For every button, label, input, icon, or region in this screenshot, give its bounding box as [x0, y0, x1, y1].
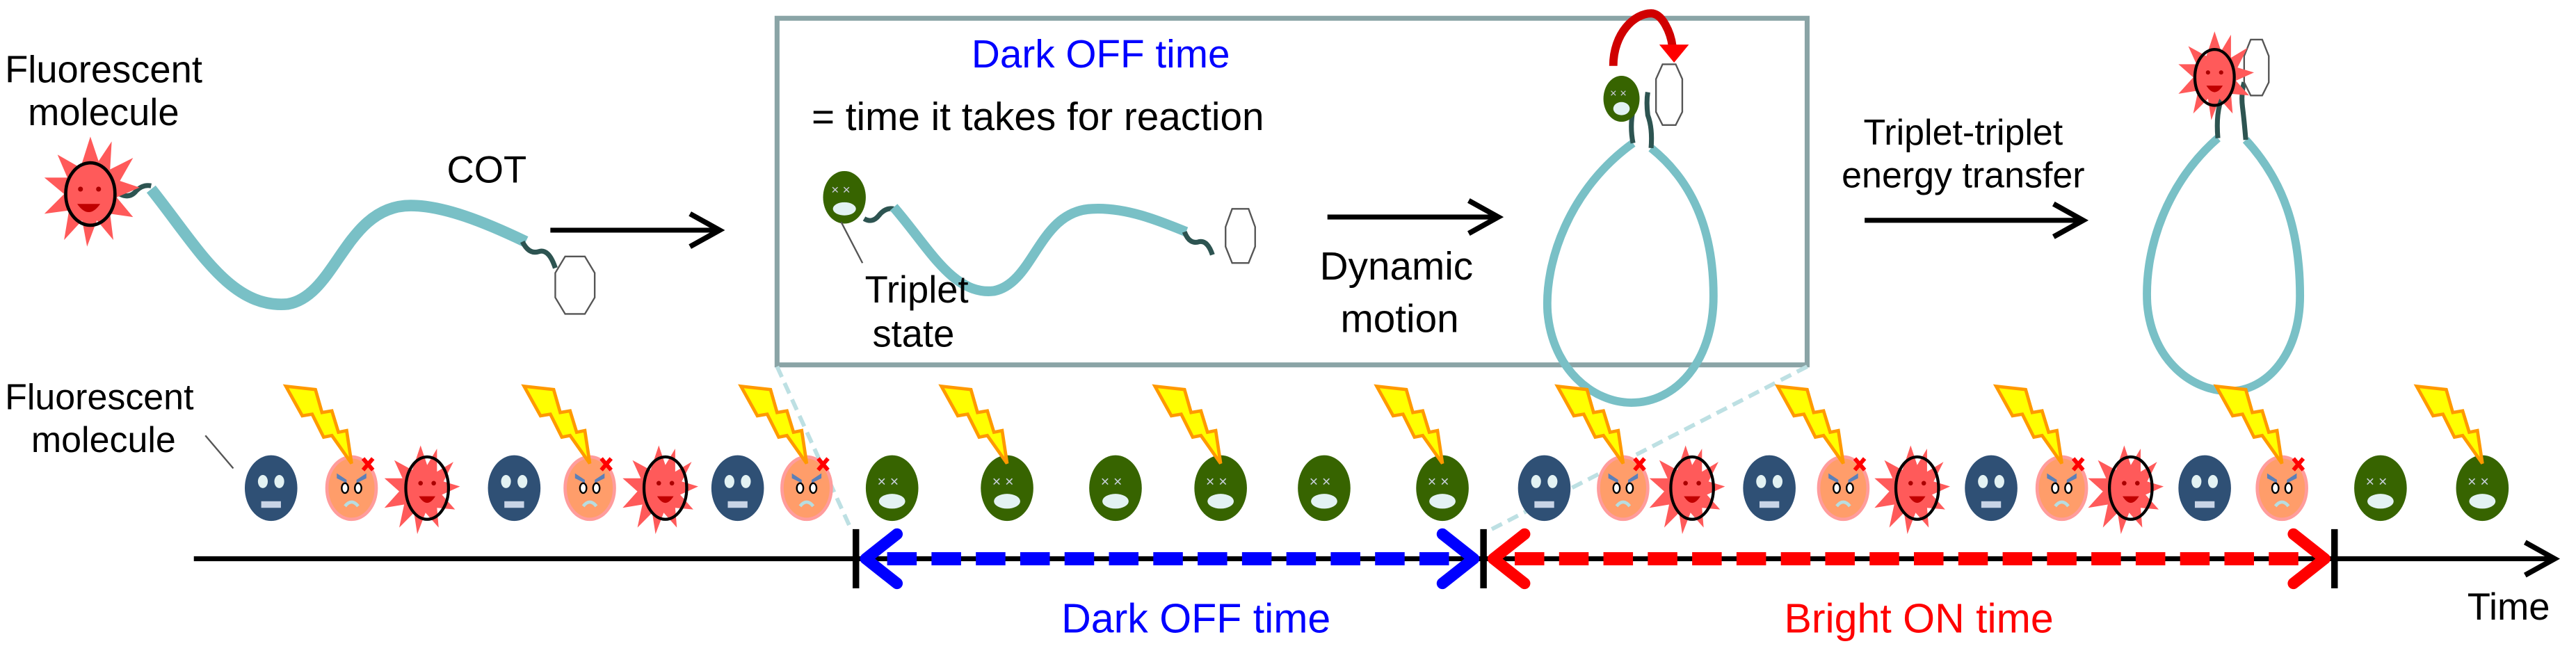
- dark-off-left-arrowhead: [860, 528, 903, 590]
- loop-triplet-face-icon: × ×: [1603, 75, 1640, 122]
- svg-text:× ×: × ×: [1428, 474, 1449, 490]
- bright-on-time-label: Bright ON time: [1785, 596, 2054, 642]
- state-label: state: [873, 313, 955, 355]
- ground-state-face-icon: [711, 455, 764, 522]
- cot-label: COT: [447, 148, 527, 191]
- excitation-bolt-icon: [2413, 384, 2484, 465]
- excitation-bolt-icon: [282, 384, 353, 465]
- cot-octagon-icon: [554, 255, 596, 315]
- dark-off-right-arrowhead: [1436, 528, 1480, 590]
- inset-border: [774, 15, 1810, 368]
- triplet-pointer-line: [840, 221, 864, 264]
- bright-on-left-arrowhead: [1488, 528, 1531, 590]
- loop-linker-right: [1644, 91, 1655, 149]
- svg-text:× ×: × ×: [2366, 474, 2388, 490]
- bright-dye-icon: [44, 136, 140, 247]
- ground-state-face-icon: [1965, 455, 2018, 522]
- final-bright-dye-icon: [2178, 31, 2254, 120]
- final-cot-octagon-icon: [2243, 38, 2270, 97]
- excitation-bolt-icon: [521, 384, 592, 465]
- dynamic-label: Dynamic: [1320, 245, 1474, 289]
- ground-state-face-icon: [1743, 455, 1796, 522]
- svg-text:× ×: × ×: [1610, 87, 1627, 100]
- triplet-state-face-icon: × ×: [865, 455, 919, 522]
- inset-loop: [1543, 140, 1718, 407]
- transfer-label-line2: energy transfer: [1842, 156, 2084, 196]
- final-loop: [2143, 135, 2305, 396]
- zoom-guide-left: [775, 365, 853, 531]
- inset-cot-octagon-icon: [1225, 208, 1256, 264]
- triplet-state-face-icon: × ×: [981, 455, 1033, 522]
- excited-state-face-icon: [563, 455, 616, 522]
- excited-state-face-icon: [2035, 455, 2088, 522]
- svg-text:× ×: × ×: [831, 183, 850, 198]
- top-fluorescent-label: Fluorescent: [5, 48, 202, 90]
- excitation-bolt-icon: [2213, 384, 2284, 465]
- excited-state-face-icon: [1817, 455, 1870, 522]
- triplet-linker: [862, 206, 894, 223]
- bright-state-face-icon: [2088, 445, 2164, 535]
- inset-cot-linker: [1182, 230, 1215, 256]
- ground-state-face-icon: [1518, 455, 1571, 522]
- dark-off-time-label: Dark OFF time: [1061, 596, 1330, 642]
- molecule-sequence: × × × × × × × × × × × × × × × ×: [244, 384, 2509, 535]
- inset-dna-chain: [889, 204, 1189, 296]
- excitation-bolt-icon: [1374, 384, 1444, 465]
- bright-state-face-icon: [1874, 445, 1950, 535]
- top-section: Fluorescent molecule COT Dark OFF time =…: [5, 9, 2305, 407]
- dna-chain: [146, 185, 529, 310]
- timeline-pointer-line: [204, 435, 234, 469]
- motion-label: motion: [1341, 297, 1459, 341]
- excited-state-face-icon: [780, 455, 833, 522]
- triplet-state-face-icon: × ×: [1089, 455, 1142, 522]
- excitation-bolt-icon: [938, 384, 1009, 465]
- dye-linker: [118, 183, 152, 199]
- excitation-bolt-icon: [1554, 384, 1625, 465]
- timeline-fluorescent-label: Fluorescent: [5, 377, 194, 417]
- top-molecule-label: molecule: [28, 91, 179, 134]
- triplet-state-face-icon: × ×: [2354, 455, 2407, 522]
- ground-state-face-icon: [2178, 455, 2231, 522]
- ground-state-face-icon: [488, 455, 541, 522]
- excited-state-face-icon: [325, 455, 378, 522]
- triplet-face-icon: × ×: [823, 170, 866, 224]
- inset-subtitle: = time it takes for reaction: [812, 95, 1264, 139]
- time-axis-label: Time: [2468, 586, 2550, 628]
- svg-text:× ×: × ×: [992, 474, 1014, 490]
- excitation-bolt-icon: [1774, 384, 1845, 465]
- ground-state-face-icon: [244, 455, 298, 522]
- excitation-bolt-icon: [1152, 384, 1223, 465]
- svg-text:× ×: × ×: [877, 474, 899, 490]
- final-loop-construct: [2143, 31, 2305, 396]
- bright-state-face-icon: [384, 445, 460, 535]
- triplet-label: Triplet: [865, 268, 969, 311]
- excitation-bolt-icon: [738, 384, 809, 465]
- bright-state-face-icon: [622, 445, 698, 535]
- inset-title: Dark OFF time: [972, 33, 1230, 76]
- inset-box: Dark OFF time = time it takes for reacti…: [774, 9, 1810, 407]
- triplet-state-face-icon: × ×: [1298, 455, 1351, 522]
- svg-text:× ×: × ×: [1101, 474, 1122, 490]
- triplet-state-face-icon: × ×: [1416, 455, 1469, 522]
- transfer-curved-arrow: [1609, 9, 1677, 66]
- bright-on-right-arrowhead: [2287, 528, 2331, 590]
- timeline-section: Fluorescent molecule × ×× ×× ×× ×× ×× ××…: [5, 377, 2561, 642]
- linear-construct: [44, 136, 596, 315]
- bright-state-face-icon: [1649, 445, 1725, 535]
- excitation-bolt-icon: [1993, 384, 2063, 465]
- triplet-state-face-icon: × ×: [1194, 455, 1247, 522]
- transfer-label-line1: Triplet-triplet: [1863, 113, 2063, 153]
- cot-linker: [520, 240, 558, 269]
- svg-text:× ×: × ×: [2468, 474, 2489, 490]
- svg-text:× ×: × ×: [1310, 474, 1331, 490]
- excited-state-face-icon: [1597, 455, 1650, 522]
- timeline-molecule-label: molecule: [31, 420, 176, 460]
- excited-state-face-icon: [2255, 455, 2308, 522]
- loop-cot-octagon-icon: [1655, 63, 1684, 126]
- svg-text:× ×: × ×: [1206, 474, 1227, 490]
- triplet-state-face-icon: × ×: [2456, 455, 2509, 522]
- transfer-arrowhead: [1659, 45, 1689, 63]
